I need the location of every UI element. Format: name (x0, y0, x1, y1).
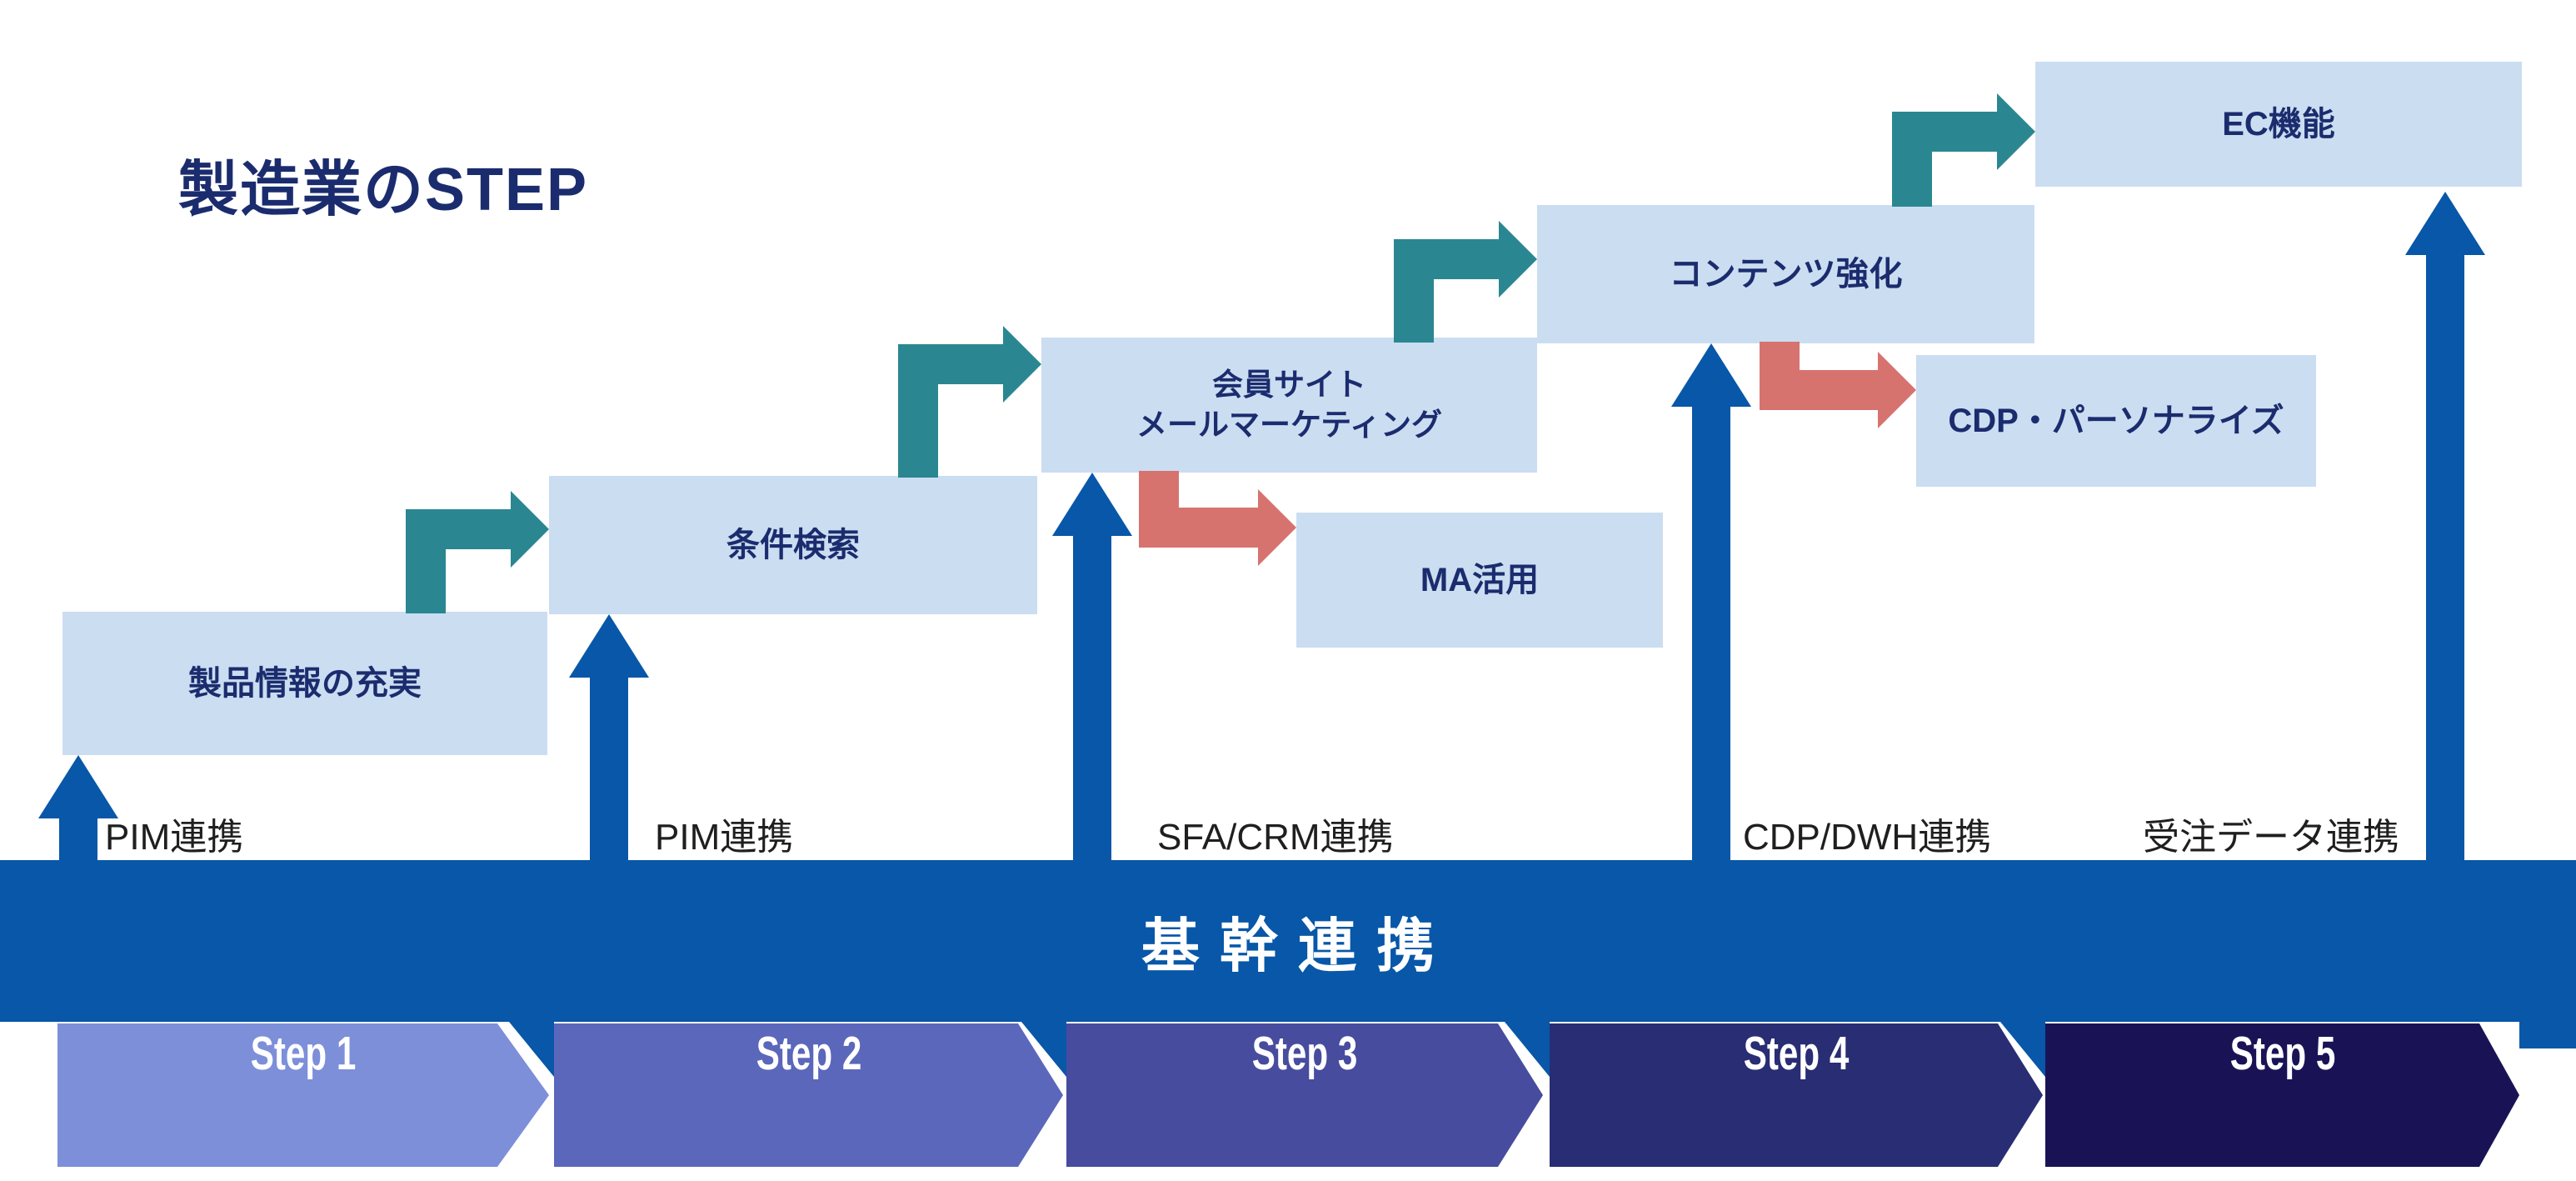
step-1-label: Step 1 (250, 1027, 357, 1080)
stage-box-condition-search: 条件検索 (549, 476, 1037, 614)
stage-box-label: 条件検索 (726, 527, 860, 563)
step-4-label: Step 4 (1743, 1027, 1850, 1080)
step-chevron-5 (2045, 1023, 2519, 1167)
backbone-up-arrow-1-icon (38, 755, 118, 867)
stage-box-label-line2: メールマーケティング (1136, 408, 1443, 442)
branch-down-elbow-arrow-2-icon (1760, 342, 1916, 428)
side-box-label: MA活用 (1420, 562, 1540, 598)
side-box-label: CDP・パーソナライズ (1948, 403, 2284, 439)
step-up-elbow-arrow-3-icon (1394, 221, 1537, 343)
step-3-label: Step 3 (1251, 1027, 1358, 1080)
step-chevron-4 (1550, 1023, 2043, 1167)
step-up-elbow-arrow-1-icon (406, 491, 549, 613)
integration-label-sfa-crm: SFA/CRM連携 (1157, 817, 1394, 858)
step-5-label: Step 5 (2229, 1027, 2336, 1080)
integration-label-order-data: 受注データ連携 (2143, 817, 2399, 858)
branch-down-elbow-arrow-1-icon (1139, 471, 1296, 566)
stage-box-label: EC機能 (2222, 106, 2335, 143)
stage-box-label: コンテンツ強化 (1669, 256, 1903, 293)
stage-box-label: 会員サイト メールマーケティング (1136, 365, 1442, 445)
integration-label-cdp-dwh: CDP/DWH連携 (1743, 817, 1992, 858)
stage-box-label: 製品情報の充実 (188, 665, 422, 702)
backbone-up-arrow-4-icon (1671, 343, 1751, 867)
step-2-label: Step 2 (756, 1027, 862, 1080)
step-chevron-3 (1066, 1023, 1543, 1167)
step-chevron-2 (554, 1023, 1063, 1167)
step-up-elbow-arrow-2-icon (898, 326, 1041, 478)
stage-box-product-info: 製品情報の充実 (62, 612, 547, 755)
step-chevron-1 (57, 1023, 549, 1167)
backbone-notches (509, 1022, 2576, 1077)
backbone-up-arrow-5-icon (2405, 192, 2485, 867)
integration-label-pim-2: PIM連携 (655, 817, 794, 858)
side-box-cdp-personalize: CDP・パーソナライズ (1916, 355, 2316, 487)
stage-box-ec-function: EC機能 (2035, 62, 2522, 187)
stage-box-label-line1: 会員サイト (1211, 367, 1366, 402)
side-box-ma: MA活用 (1296, 513, 1663, 648)
backbone-label: 基幹連携 (1141, 913, 1455, 978)
backbone-up-arrow-2-icon (569, 614, 649, 867)
stage-box-content-enhancement: コンテンツ強化 (1537, 205, 2034, 343)
stage-box-member-site: 会員サイト メールマーケティング (1041, 338, 1537, 473)
backbone-bar: 基幹連携 (0, 860, 2576, 1022)
integration-label-pim-1: PIM連携 (105, 817, 244, 858)
page-title: 製造業のSTEP (178, 157, 589, 223)
step-up-elbow-arrow-4-icon (1892, 93, 2035, 207)
backbone-up-arrow-3-icon (1052, 473, 1132, 867)
